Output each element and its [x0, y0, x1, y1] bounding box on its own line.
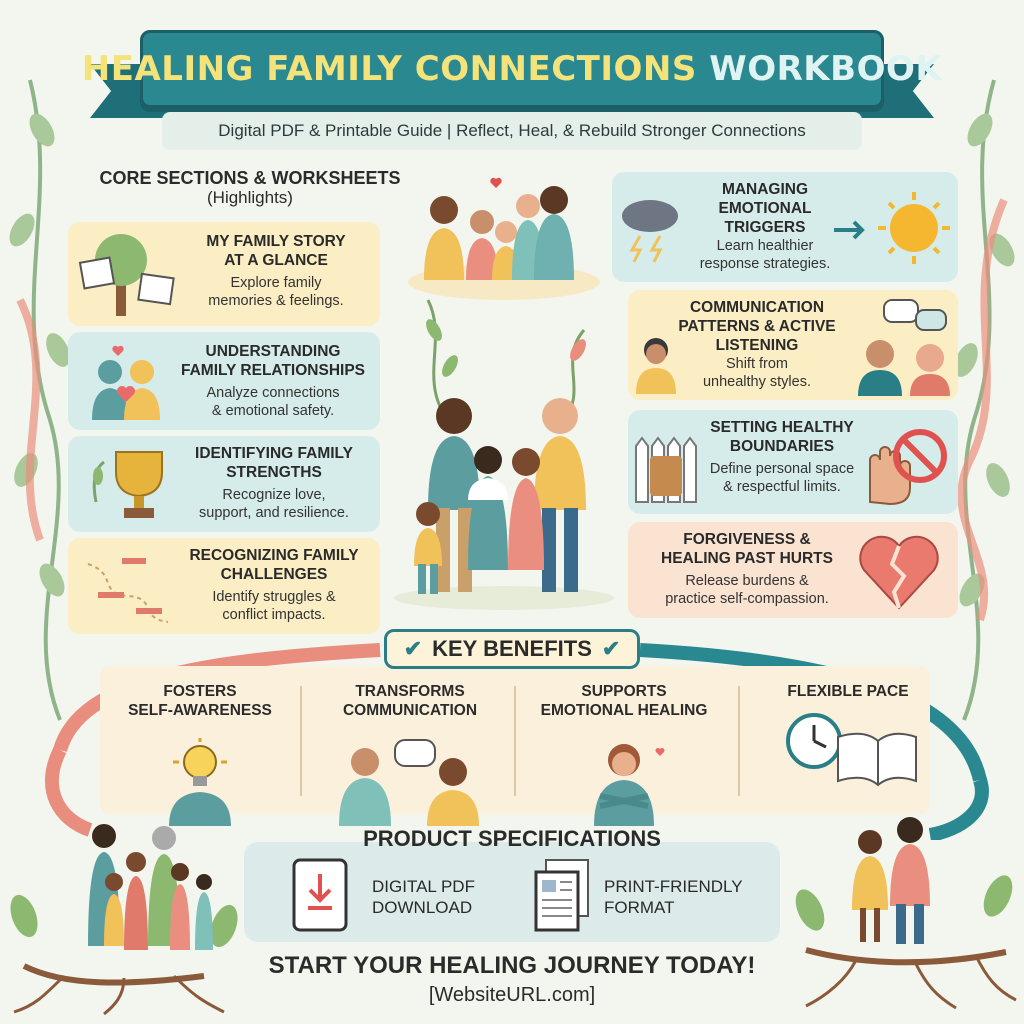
title-part-2: WORKBOOK: [709, 49, 943, 89]
conversation-icon: [339, 739, 479, 826]
card-title-line: LISTENING: [715, 337, 799, 354]
trophy-icon: [92, 451, 163, 518]
benefit-divider: [738, 686, 740, 796]
card-desc-line: support, and resilience.: [199, 505, 349, 521]
call-to-action: START YOUR HEALING JOURNEY TODAY!: [268, 952, 756, 979]
key-benefits-heading: ✔ KEY BENEFITS ✔: [384, 629, 640, 669]
card-title-line: IDENTIFYING FAMILY: [195, 445, 353, 462]
card-title-line: BOUNDARIES: [729, 438, 835, 455]
card-title-line: AT A GLANCE: [224, 252, 328, 269]
sun-icon: [834, 192, 950, 264]
card-title-line: RECOGNIZING FAMILY: [189, 547, 359, 564]
card-desc-line: Define personal space: [709, 461, 855, 477]
benefit-flexible-pace: FLEXIBLE PACE: [748, 682, 948, 791]
spec-digital-pdf: DIGITAL PDF DOWNLOAD: [372, 876, 475, 918]
spec-print-friendly: PRINT-FRIENDLY FORMAT: [604, 876, 743, 918]
card-title-line: HEALING PAST HURTS: [661, 550, 833, 567]
spec-label-line: DOWNLOAD: [372, 898, 473, 917]
card-title-line: MANAGING: [721, 181, 809, 198]
benefit-divider: [300, 686, 302, 796]
fence-icon: [635, 436, 697, 503]
core-sections-heading: CORE SECTIONS & WORKSHEETS (Highlights): [70, 168, 430, 208]
website-url[interactable]: [WebsiteURL.com]: [428, 984, 596, 1006]
spec-label-line: PRINT-FRIENDLY: [604, 877, 743, 896]
lightbulb-icon: [169, 738, 231, 826]
card-desc-line: Explore family: [230, 275, 322, 291]
card-desc-line: response strategies.: [699, 256, 831, 272]
benefit-title-line: SUPPORTS: [581, 683, 667, 700]
checkmark-icon: ✔: [403, 636, 423, 661]
card-family-story: MY FAMILY STORY AT A GLANCE Explore fami…: [68, 222, 380, 326]
card-title-line: EMOTIONAL: [718, 200, 812, 217]
card-title-line: FAMILY RELATIONSHIPS: [180, 362, 366, 379]
card-title-line: TRIGGERS: [724, 219, 806, 236]
card-desc-line: practice self-compassion.: [665, 591, 829, 607]
listening-people-icon: [858, 299, 950, 396]
checkmark-icon: ✔: [601, 636, 621, 661]
obstacle-path-icon: [87, 558, 169, 623]
title-banner: HEALING FAMILY CONNECTIONS WORKBOOK: [82, 30, 942, 108]
benefit-title-line: TRANSFORMS: [355, 683, 465, 700]
title-part-1: HEALING FAMILY CONNECTIONS: [81, 49, 697, 89]
benefit-self-awareness: FOSTERS SELF-AWARENESS: [100, 682, 300, 826]
storm-to-sun-icon: [622, 200, 678, 263]
product-specs-heading: PRODUCT SPECIFICATIONS: [363, 826, 661, 851]
card-desc-line: Learn healthier: [716, 238, 814, 254]
stop-hand-icon: [869, 429, 947, 506]
benefit-communication: TRANSFORMS COMMUNICATION: [310, 682, 510, 826]
card-desc-line: Shift from: [725, 356, 789, 372]
card-desc-line: unhealthy styles.: [702, 374, 811, 390]
card-desc-line: & respectful limits.: [723, 479, 841, 495]
card-family-relationships: UNDERSTANDING FAMILY RELATIONSHIPS Analy…: [68, 332, 380, 430]
card-title-line: STRENGTHS: [226, 464, 322, 481]
card-title-line: CHALLENGES: [220, 566, 328, 583]
printed-pages-icon: [534, 859, 589, 932]
tablet-download-icon: [292, 858, 348, 932]
bottom-left-family: [10, 824, 238, 1016]
card-title-line: UNDERSTANDING: [205, 343, 341, 360]
speech-bubbles-icon: [636, 338, 676, 394]
benefit-divider: [514, 686, 516, 796]
hugging-hearts-icon: [92, 345, 160, 420]
benefit-title-line: EMOTIONAL HEALING: [540, 702, 708, 719]
card-desc-line: Analyze connections: [206, 385, 340, 401]
family-illustration: [394, 177, 614, 610]
family-tree-photos-icon: [78, 234, 175, 316]
page-title: HEALING FAMILY CONNECTIONS WORKBOOK: [82, 49, 942, 89]
benefit-title-line: COMMUNICATION: [342, 702, 478, 719]
card-desc-line: & emotional safety.: [211, 403, 335, 419]
card-title-line: PATTERNS & ACTIVE: [678, 318, 836, 335]
benefit-title-line: SELF-AWARENESS: [128, 702, 272, 719]
card-family-challenges: RECOGNIZING FAMILY CHALLENGES Identify s…: [68, 538, 380, 634]
card-title-line: SETTING HEALTHY: [710, 419, 854, 436]
clock-book-icon: [786, 713, 917, 787]
card-emotional-triggers: MANAGING EMOTIONAL TRIGGERS Learn health…: [612, 172, 958, 282]
spec-label-line: FORMAT: [604, 898, 675, 917]
card-desc-line: Recognize love,: [222, 487, 326, 503]
broken-heart-icon: [859, 535, 939, 610]
benefit-emotional-healing: SUPPORTS EMOTIONAL HEALING: [524, 682, 724, 826]
card-desc-line: Identify struggles &: [212, 589, 336, 605]
self-hug-icon: [594, 744, 665, 826]
card-family-strengths: IDENTIFYING FAMILY STRENGTHS Recognize l…: [68, 436, 380, 532]
card-forgiveness: FORGIVENESS & HEALING PAST HURTS Release…: [628, 522, 958, 618]
subtitle: Digital PDF & Printable Guide | Reflect,…: [162, 112, 862, 150]
card-title-line: FORGIVENESS &: [683, 531, 811, 548]
core-heading-text: CORE SECTIONS & WORKSHEETS: [99, 168, 401, 188]
core-subheading: (Highlights): [207, 188, 293, 207]
card-desc-line: conflict impacts.: [222, 607, 326, 623]
bottom-right-couple: [795, 817, 1017, 1010]
key-benefits-label: KEY BENEFITS: [432, 636, 592, 661]
card-desc-line: Release burdens &: [685, 573, 809, 589]
benefit-title-line: FLEXIBLE PACE: [787, 683, 909, 700]
card-title-line: MY FAMILY STORY: [206, 233, 346, 250]
spec-label-line: DIGITAL PDF: [372, 877, 475, 896]
card-desc-line: memories & feelings.: [208, 293, 344, 309]
card-healthy-boundaries: SETTING HEALTHY BOUNDARIES Define person…: [628, 410, 958, 514]
card-communication-patterns: COMMUNICATION PATTERNS & ACTIVE LISTENIN…: [628, 290, 958, 400]
benefit-title-line: FOSTERS: [163, 683, 237, 700]
card-title-line: COMMUNICATION: [689, 299, 825, 316]
